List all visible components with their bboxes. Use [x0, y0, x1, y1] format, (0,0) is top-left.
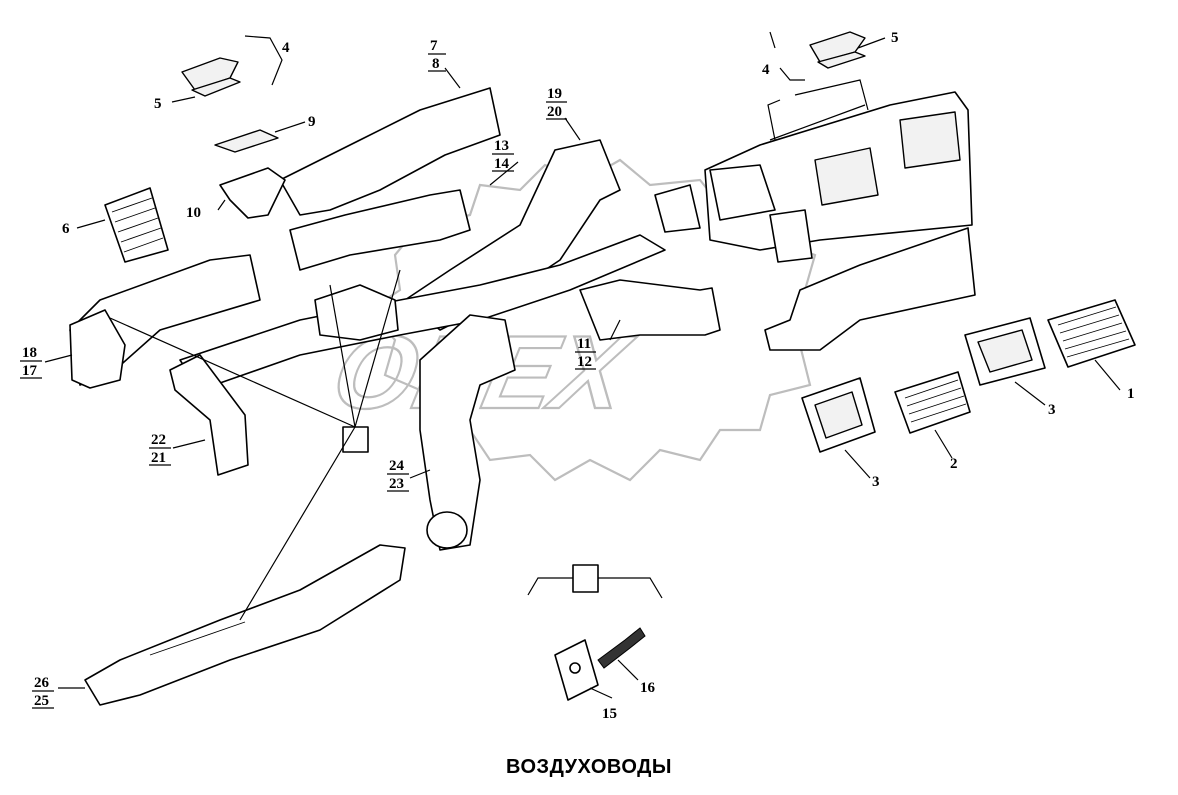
callout-6: 6 [62, 221, 70, 237]
svg-text:20: 20 [547, 104, 562, 120]
svg-text:17: 17 [22, 363, 38, 379]
fraction-callouts: 7 8 19 20 13 14 11 12 18 17 [20, 38, 596, 709]
svg-text:12: 12 [577, 354, 592, 370]
svg-text:13: 13 [494, 138, 509, 154]
duct-13-14 [289, 189, 471, 271]
vent-6 [104, 187, 169, 263]
callout-19-20: 19 20 [546, 86, 567, 120]
svg-text:7: 7 [430, 38, 438, 54]
svg-text:26: 26 [34, 675, 50, 691]
callout-2: 2 [950, 456, 958, 472]
duct-26-25 [84, 544, 406, 706]
callout-5: 5 [154, 96, 162, 112]
vent-5-right [809, 31, 866, 69]
svg-text:19: 19 [547, 86, 562, 102]
callout-22-21: 22 21 [149, 432, 171, 466]
callout-5: 5 [891, 30, 899, 46]
watermark-gear [368, 158, 832, 482]
frame-3-lower [801, 377, 876, 453]
svg-text:8: 8 [432, 56, 440, 72]
callout-13-14: 13 14 [492, 138, 514, 172]
svg-text:23: 23 [389, 476, 404, 492]
main-cross-duct [179, 234, 666, 391]
diagram-caption: ВОЗДУХОВОДЫ [506, 756, 672, 778]
duct-11-12 [579, 279, 721, 341]
svg-text:18: 18 [22, 345, 37, 361]
svg-text:14: 14 [494, 156, 510, 172]
callout-3: 3 [872, 474, 880, 490]
callout-26-25: 26 25 [32, 675, 54, 709]
callout-labels: 1 2 3 3 4 4 5 5 6 9 10 15 16 [62, 30, 1135, 722]
duct-7-8 [279, 87, 501, 216]
callout-7-8: 7 8 [428, 38, 446, 72]
connector-10 [219, 167, 286, 219]
callout-3: 3 [1048, 402, 1056, 418]
svg-text:24: 24 [389, 458, 405, 474]
reference-square [342, 426, 369, 453]
callout-4: 4 [762, 62, 770, 78]
frame-3-upper [964, 317, 1046, 386]
callout-10: 10 [186, 205, 201, 221]
svg-text:21: 21 [151, 450, 166, 466]
callout-11-12: 11 12 [575, 336, 596, 370]
seal-9 [214, 129, 279, 153]
bolt-16 [597, 627, 646, 669]
duct-24-23 [419, 314, 516, 551]
vent-5-left [181, 57, 241, 97]
svg-text:11: 11 [577, 336, 591, 352]
vent-1 [1047, 299, 1136, 368]
callout-16: 16 [640, 680, 656, 696]
fastener-kit [527, 564, 663, 701]
callout-1: 1 [1127, 386, 1135, 402]
leader-lines [44, 31, 1121, 699]
callout-9: 9 [308, 114, 316, 130]
callout-15: 15 [602, 706, 617, 722]
svg-text:22: 22 [151, 432, 166, 448]
callout-24-23: 24 23 [387, 458, 409, 492]
callout-4: 4 [282, 40, 290, 56]
vent-2 [894, 371, 971, 434]
svg-text:25: 25 [34, 693, 49, 709]
callout-18-17: 18 17 [20, 345, 42, 379]
duct-22-21 [169, 354, 249, 476]
instrument-panel [654, 91, 976, 351]
